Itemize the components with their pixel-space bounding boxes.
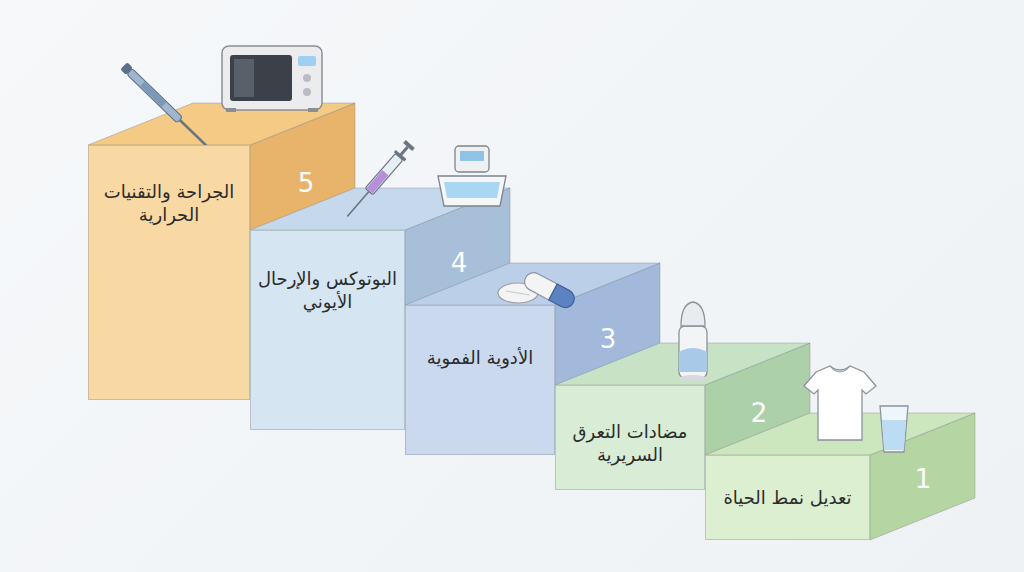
water-glass-icon (880, 406, 908, 452)
syringe-icon (342, 139, 416, 221)
step-box: مضادات التعرق السريرية2 (555, 385, 705, 490)
step-label: الأدوية الفموية (412, 346, 548, 369)
step-label: البوتوكس والإرحال الأيوني (257, 267, 398, 314)
thermal-device-icon (222, 46, 322, 112)
step-number: 5 (298, 168, 315, 198)
step-box: الجراحة والتقنيات الحرارية5 (88, 145, 250, 400)
step-number: 4 (451, 248, 468, 278)
step-number: 2 (751, 398, 768, 428)
step-top (88, 103, 355, 145)
step-box: البوتوكس والإرحال الأيوني4 (250, 230, 405, 430)
step-box: الأدوية الفموية3 (405, 305, 555, 455)
tshirt-icon (804, 366, 876, 440)
step-top (405, 263, 660, 305)
step-label: تعديل نمط الحياة (712, 486, 863, 509)
step-label: مضادات التعرق السريرية (562, 420, 698, 467)
antiperspirant-icon (679, 302, 707, 381)
probe-icon (120, 62, 216, 155)
step-number: 1 (915, 464, 932, 494)
step-box: تعديل نمط الحياة1 (705, 455, 870, 540)
step-label: الجراحة والتقنيات الحرارية (95, 180, 243, 227)
iontophoresis-icon (438, 146, 506, 206)
step-number: 3 (600, 324, 617, 354)
